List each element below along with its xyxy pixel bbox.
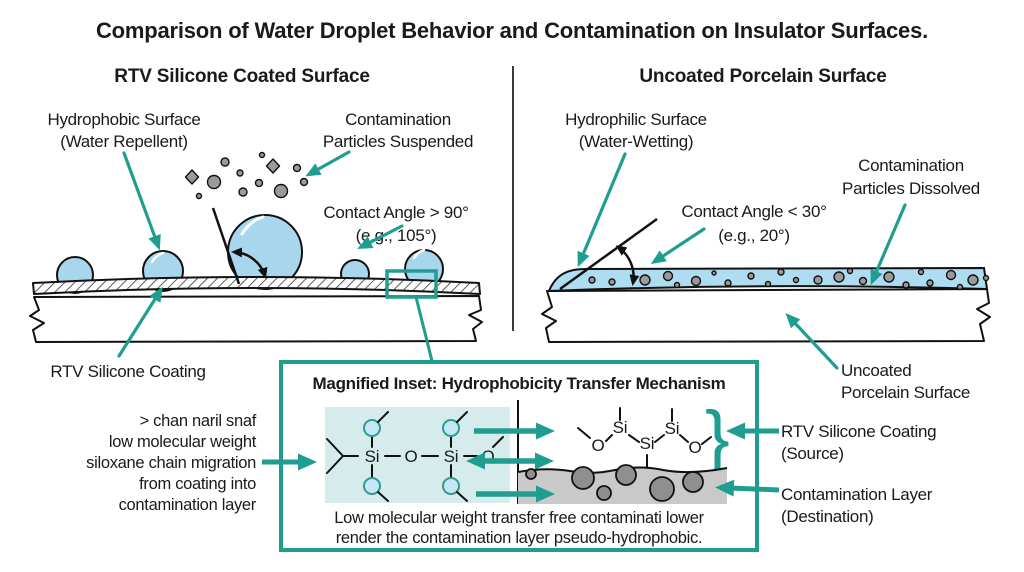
si-atom: Si xyxy=(365,447,380,466)
porcelain-label-line1: Uncoated xyxy=(841,361,911,380)
coating-label: RTV Silicone Coating xyxy=(50,362,205,381)
insulator-slab xyxy=(29,295,483,343)
inset-link-line xyxy=(414,296,434,362)
brace-glyph: } xyxy=(705,396,730,479)
migration-line3: siloxane chain migration xyxy=(86,454,256,472)
o-atom: O xyxy=(591,436,604,455)
droplet-highlight xyxy=(240,215,265,236)
dissolved-label-line2: Particles Dissolved xyxy=(842,179,980,198)
migration-annotation: > chan naril snaf low molecular weight s… xyxy=(86,412,317,514)
hydrophobic-arrow xyxy=(122,151,161,251)
porcelain-label-line2: Porcelain Surface xyxy=(841,383,970,402)
right-panel-heading: Uncoated Porcelain Surface xyxy=(639,66,886,87)
suspended-label-line1: Contamination xyxy=(345,110,451,129)
hydrophobic-label-line1: Hydrophobic Surface xyxy=(47,110,200,129)
contact-angle-label-line1: Contact Angle < 30° xyxy=(681,202,826,221)
destination-arrow xyxy=(715,479,780,497)
hydrophobic-label-line2: (Water Repellent) xyxy=(60,132,187,151)
left-panel-heading: RTV Silicone Coated Surface xyxy=(114,66,369,87)
migration-line2: low molecular weight xyxy=(109,433,257,451)
destination-label-line1: Contamination Layer xyxy=(781,485,933,504)
right-panel: Uncoated Porcelain Surface xyxy=(541,66,991,402)
dissolved-arrow xyxy=(870,203,907,286)
dissolved-particles xyxy=(588,267,990,291)
particle-diamond xyxy=(184,169,200,185)
migration-line1: > chan naril snaf xyxy=(140,412,257,430)
left-panel: RTV Silicone Coated Surface xyxy=(29,66,483,381)
destination-label-line2: (Destination) xyxy=(781,507,873,526)
inset-caption-line1: Low molecular weight transfer free conta… xyxy=(334,509,704,527)
si-atom: Si xyxy=(640,434,655,453)
droplet-highlight xyxy=(150,251,165,264)
inset-title: Magnified Inset: Hydrophobicity Transfer… xyxy=(313,374,726,393)
si-atom: Si xyxy=(613,418,628,437)
porcelain-arrow xyxy=(785,312,839,370)
o-atom: O xyxy=(404,447,417,466)
suspended-arrow xyxy=(305,150,351,177)
siloxane-structure-source: Si O Si O xyxy=(326,411,504,502)
particle-diamond xyxy=(265,158,281,174)
contact-angle-arc xyxy=(231,247,268,279)
destination-annotation: Contamination Layer (Destination) xyxy=(715,479,933,526)
si-atom: Si xyxy=(665,419,680,438)
hydrophilic-label-line2: (Water-Wetting) xyxy=(579,132,694,151)
migration-line4: from coating into xyxy=(139,475,256,493)
contact-angle-arc xyxy=(615,245,640,286)
droplet-highlight xyxy=(412,248,426,260)
suspended-particles xyxy=(184,151,309,200)
o-atom: O xyxy=(688,438,701,457)
layer-top-edge xyxy=(517,466,728,474)
coating-arrow xyxy=(117,286,163,358)
contact-angle-arrow xyxy=(357,224,404,250)
source-label-line1: RTV Silicone Coating xyxy=(781,422,936,441)
hydrophilic-arrow xyxy=(577,152,627,268)
suspended-label-line2: Particles Suspended xyxy=(323,132,473,151)
contact-tangent-line xyxy=(559,217,658,291)
inset-caption-line2: render the contamination layer pseudo-hy… xyxy=(336,529,703,547)
contact-angle-label-line2: (e.g., 20°) xyxy=(718,226,790,245)
porcelain-slab xyxy=(541,288,991,343)
source-annotation: RTV Silicone Coating (Source) xyxy=(726,422,937,463)
migration-line5: contamination layer xyxy=(119,496,257,514)
si-atom: Si xyxy=(444,447,459,466)
contact-angle-arrow xyxy=(650,227,706,265)
magnifier-rect xyxy=(385,269,438,299)
hydrophilic-label-line1: Hydrophilic Surface xyxy=(565,110,707,129)
page-title: Comparison of Water Droplet Behavior and… xyxy=(96,18,928,43)
dissolved-label-line1: Contamination xyxy=(858,156,964,175)
magnified-inset: Magnified Inset: Hydrophobicity Transfer… xyxy=(279,360,759,552)
source-label-line2: (Source) xyxy=(781,444,844,463)
contamination-layer xyxy=(517,464,728,504)
siloxane-chain-migrated: O Si Si Si O } xyxy=(577,396,730,479)
contact-angle-label-line1: Contact Angle > 90° xyxy=(323,203,468,222)
